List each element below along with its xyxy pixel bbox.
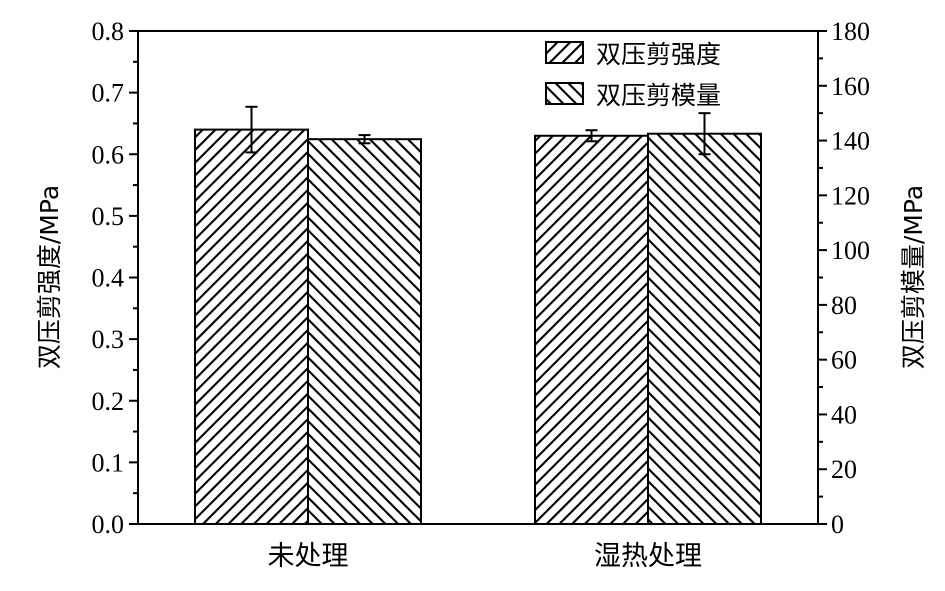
- left-tick-label: 0.7: [92, 79, 125, 108]
- left-tick-label: 0.0: [92, 510, 125, 539]
- right-tick-label: 120: [831, 181, 870, 210]
- right-tick-label: 140: [831, 127, 870, 156]
- legend-label-strength: 双压剪强度: [596, 40, 721, 69]
- legend: 双压剪强度 双压剪模量: [545, 40, 721, 110]
- right-tick-label: 160: [831, 72, 870, 101]
- left-tick-label: 0.2: [92, 387, 125, 416]
- left-tick-label: 0.6: [92, 140, 125, 169]
- left-tick-label: 0.4: [92, 264, 125, 293]
- category-labels: 未处理 湿热处理: [268, 541, 703, 572]
- category-label: 未处理: [268, 541, 349, 572]
- left-tick-label: 0.3: [92, 325, 125, 354]
- right-tick-label: 80: [831, 291, 857, 320]
- left-tick-label: 0.1: [92, 448, 125, 477]
- bar: [307, 138, 422, 526]
- right-tick-label: 100: [831, 236, 870, 265]
- right-tick-label: 20: [831, 455, 857, 484]
- bar-group: [194, 128, 762, 526]
- left-tick-label: 0.5: [92, 202, 125, 231]
- left-tick-label: 0.8: [92, 17, 125, 46]
- right-tick-label: 40: [831, 400, 857, 429]
- right-tick-label: 0: [831, 510, 844, 539]
- bar: [534, 134, 649, 525]
- right-axis-ticks: 0 20 40 60 80 100 120 140 160 180: [818, 17, 870, 539]
- left-axis-ticks: 0.0 0.1 0.2 0.3 0.4 0.5 0.6 0.7 0.8: [92, 17, 138, 539]
- right-axis-title: 双压剪模量/MPa: [899, 185, 928, 369]
- category-label: 湿热处理: [594, 541, 702, 572]
- legend-swatch-strength: [545, 41, 584, 64]
- bar: [194, 128, 309, 525]
- legend-swatch-modulus: [545, 82, 584, 105]
- error-bar-group: [245, 105, 711, 156]
- legend-label-modulus: 双压剪模量: [596, 81, 721, 110]
- bar: [647, 132, 762, 525]
- left-axis-title: 双压剪强度/MPa: [35, 185, 64, 369]
- right-tick-label: 60: [831, 346, 857, 375]
- right-tick-label: 180: [831, 17, 870, 46]
